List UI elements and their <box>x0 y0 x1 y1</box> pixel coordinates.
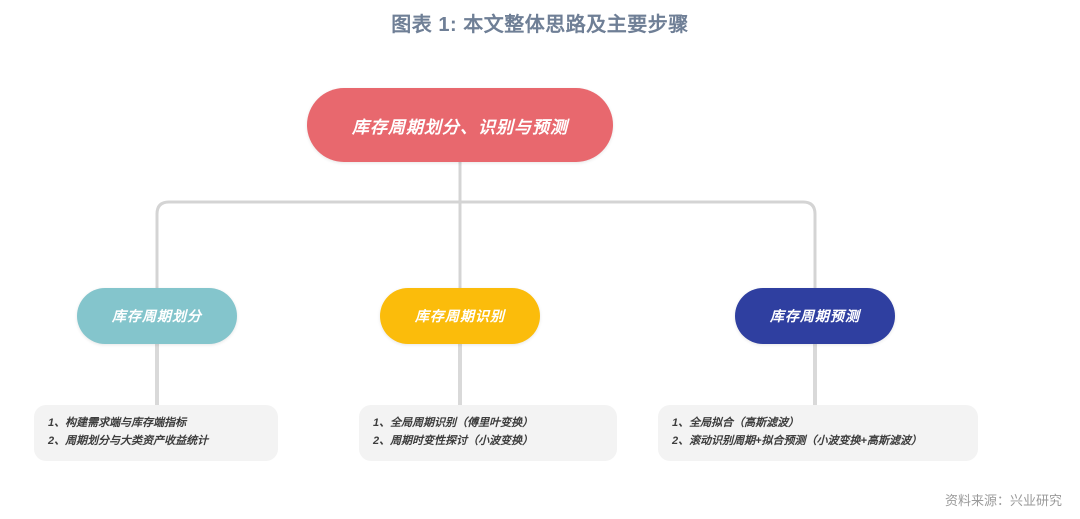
detail-box-identification: 1、全局周期识别（傅里叶变换） 2、周期时变性探讨（小波变换） <box>359 405 617 461</box>
detail-line: 2、滚动识别周期+拟合预测（小波变换+高斯滤波） <box>672 435 922 447</box>
node-stage-identification[interactable]: 库存周期识别 <box>380 288 540 344</box>
node-root-label: 库存周期划分、识别与预测 <box>352 117 568 137</box>
detail-box-forecast: 1、全局拟合（高斯滤波） 2、滚动识别周期+拟合预测（小波变换+高斯滤波） <box>658 405 978 461</box>
detail-line: 1、全局拟合（高斯滤波） <box>672 417 800 430</box>
node-root-inventory-cycle[interactable]: 库存周期划分、识别与预测 <box>307 88 613 162</box>
node-stage-label: 库存周期识别 <box>415 308 505 324</box>
node-stage-division[interactable]: 库存周期划分 <box>77 288 237 344</box>
node-stage-forecast[interactable]: 库存周期预测 <box>735 288 895 344</box>
detail-line: 2、周期划分与大类资产收益统计 <box>48 435 209 447</box>
figure-title: 图表 1: 本文整体思路及主要步骤 <box>391 14 689 36</box>
node-stage-label: 库存周期预测 <box>770 308 860 324</box>
detail-line: 2、周期时变性探讨（小波变换） <box>373 435 534 447</box>
detail-line: 1、全局周期识别（傅里叶变换） <box>373 417 534 430</box>
detail-line: 1、构建需求端与库存端指标 <box>48 417 187 430</box>
node-stage-label: 库存周期划分 <box>112 308 202 324</box>
source-note: 资料来源：兴业研究 <box>944 493 1062 508</box>
detail-box-division: 1、构建需求端与库存端指标 2、周期划分与大类资产收益统计 <box>34 405 278 461</box>
